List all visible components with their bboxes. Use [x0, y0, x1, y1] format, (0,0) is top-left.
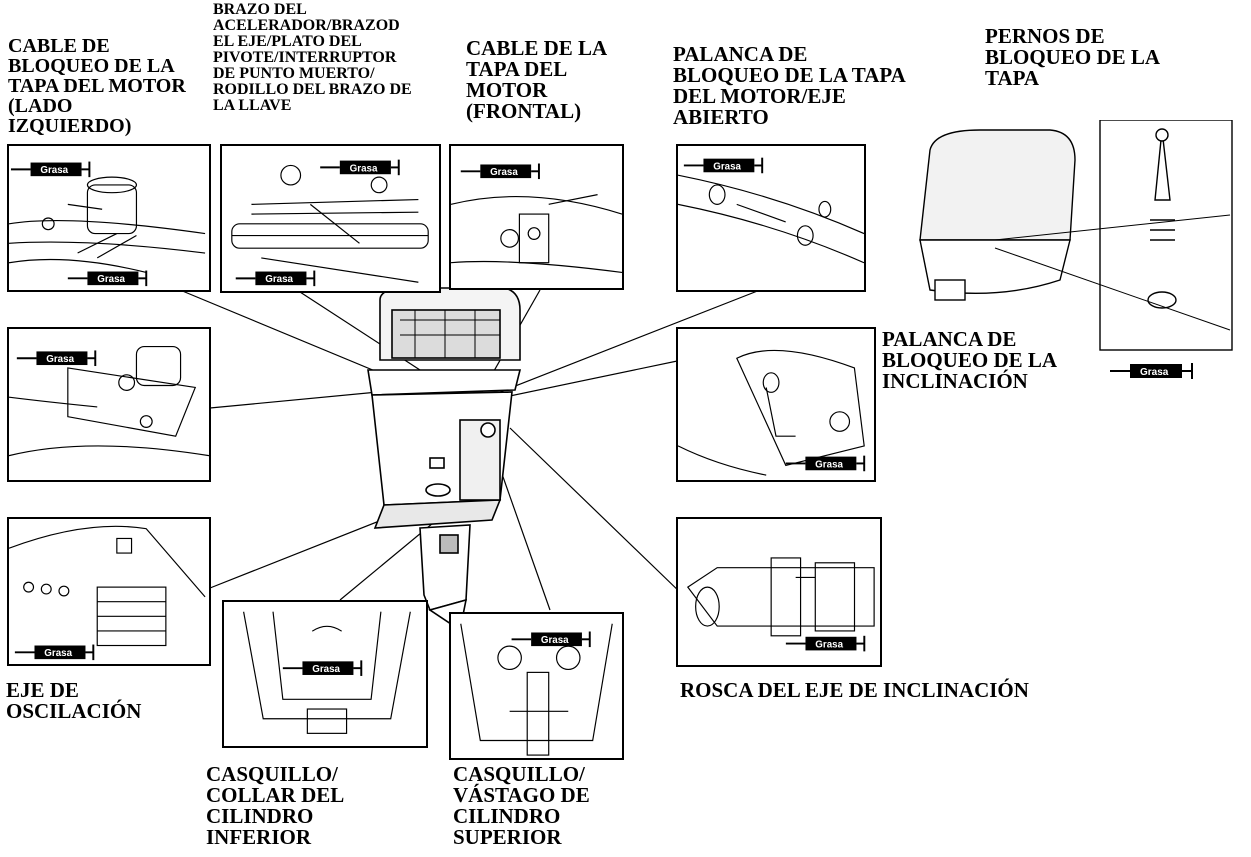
- grease-gun-icon: Grasa: [14, 644, 95, 661]
- grease-gun-icon: Grasa: [67, 270, 148, 287]
- grease-gun-icon: Grasa: [282, 660, 363, 676]
- panel-upper-cylinder: Grasa: [449, 612, 624, 760]
- label-tilt-shaft-thread: ROSCA DEL EJE DE INCLINACIÓN: [680, 678, 1029, 702]
- grease-gun-icon: Grasa: [235, 270, 316, 287]
- label-cowl-cable-left: CABLE DE BLOQUEO DE LA TAPA DEL MOTOR (L…: [8, 35, 186, 137]
- panel-cowl-cable-left: Grasa Grasa: [7, 144, 211, 292]
- grease-gun-icon: Grasa: [460, 163, 540, 180]
- panel-cowl-cable-front: Grasa: [449, 144, 624, 290]
- label-upper-cylinder: CASQUILLO/ VÁSTAGO DE CILINDRO SUPERIOR: [453, 762, 590, 849]
- panel-tilt-shaft-thread: Grasa: [676, 517, 882, 667]
- grease-tag: Grasa: [815, 640, 843, 651]
- grease-tag: Grasa: [713, 161, 741, 172]
- panel-lower-cylinder: Grasa: [222, 600, 428, 748]
- grease-gun-icon: Grasa: [511, 631, 591, 648]
- outboard-engine: [367, 287, 522, 632]
- grease-gun-icon: Grasa: [320, 159, 400, 176]
- grease-tag: Grasa: [815, 459, 843, 470]
- grease-gun-icon: Grasa: [683, 157, 764, 174]
- panel-cowl-lever: Grasa: [676, 144, 866, 292]
- grease-tag: Grasa: [46, 354, 74, 365]
- label-cowl-lever: PALANCA DE BLOQUEO DE LA TAPA DEL MOTOR/…: [673, 42, 906, 129]
- grease-gun-icon: Grasa: [10, 161, 91, 178]
- grease-gun-icon: Grasa: [785, 455, 866, 472]
- grease-tag: Grasa: [490, 167, 518, 178]
- label-cowl-cable-front: CABLE DE LA TAPA DEL MOTOR (FRONTAL): [466, 36, 608, 123]
- panel-throttle-arm: Grasa Grasa: [220, 144, 441, 293]
- grease-gun-icon: Grasa: [785, 635, 866, 652]
- panel-swivel-shaft: Grasa: [7, 517, 211, 666]
- grease-tag: Grasa: [97, 274, 125, 285]
- cowl-bolts-drawing: [919, 120, 1233, 351]
- grease-gun-icon: Grasa: [16, 350, 97, 367]
- label-swivel-shaft: EJE DE OSCILACIÓN: [6, 678, 142, 723]
- grease-tag: Grasa: [40, 165, 68, 176]
- label-tilt-lever: PALANCA DE BLOQUEO DE LA INCLINACIÓN: [882, 327, 1058, 393]
- grease-tag: Grasa: [312, 664, 340, 675]
- label-throttle-arm: BRAZO DEL ACELERADOR/BRAZOD EL EJE/PLATO…: [213, 1, 412, 114]
- panel-tilt-lever: Grasa: [676, 327, 876, 482]
- panel-cowl-cable-left-detail: Grasa: [7, 327, 211, 482]
- grease-tag: Grasa: [1140, 367, 1169, 378]
- grease-gun-icon: Grasa: [1110, 363, 1193, 379]
- grease-tag: Grasa: [541, 635, 569, 646]
- grease-tag: Grasa: [350, 163, 378, 174]
- grease-tag: Grasa: [44, 648, 72, 659]
- grease-tag: Grasa: [265, 274, 293, 285]
- label-lower-cylinder: CASQUILLO/ COLLAR DEL CILINDRO INFERIOR: [206, 762, 345, 849]
- label-cowl-bolts: PERNOS DE BLOQUEO DE LA TAPA: [985, 24, 1161, 90]
